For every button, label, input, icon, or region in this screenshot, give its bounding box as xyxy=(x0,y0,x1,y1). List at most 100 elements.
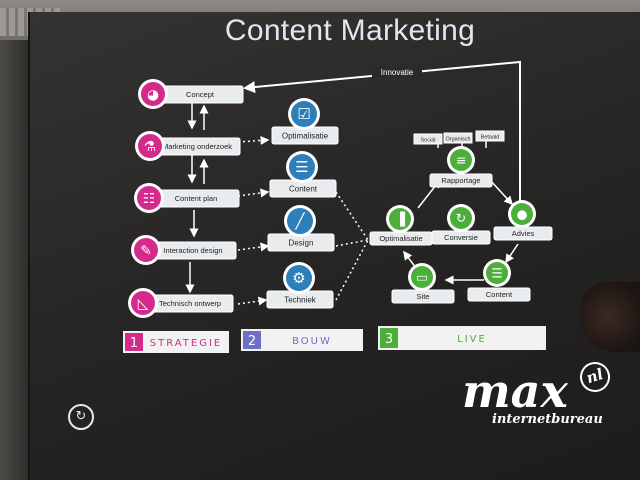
build-column: Optimalisatie ☑ Content ☰ Design ╱ Techniek ⚙ xyxy=(266,98,339,309)
node-circle xyxy=(450,207,472,229)
document-icon: ☰ xyxy=(491,265,502,280)
node-circle xyxy=(291,101,317,127)
phase-number: 3 xyxy=(385,332,393,347)
node-circle xyxy=(287,208,313,234)
node-label: Content plan xyxy=(175,194,218,203)
innovation-label: Innovatie xyxy=(381,68,414,77)
repeat-icon[interactable]: ↻ xyxy=(68,404,94,430)
node-label: Content xyxy=(289,184,318,193)
speech-bubble-icon: ● xyxy=(516,206,527,221)
triangle-ruler-icon: ◺ xyxy=(138,296,149,312)
clipboard-icon: ☑ xyxy=(297,105,310,123)
channel-tag xyxy=(443,132,473,144)
node-circle xyxy=(486,262,508,284)
company-logo: max nl internetbureau xyxy=(462,358,614,427)
node-label: Design xyxy=(289,238,314,247)
node-circle xyxy=(138,134,162,158)
document-icon: ☰ xyxy=(295,158,308,176)
node-circle xyxy=(289,154,315,180)
node-label: Marketing onderzoek xyxy=(162,142,232,151)
phase-number: 1 xyxy=(130,336,138,351)
phase-number: 2 xyxy=(248,334,256,349)
node-label: Optimalisatie xyxy=(379,234,422,243)
node-label: Concept xyxy=(186,90,215,99)
wall xyxy=(0,40,30,480)
slide-title: Content Marketing xyxy=(224,14,476,47)
phase-number-box xyxy=(243,331,261,349)
conversie-node: Conversie ↻ xyxy=(431,204,491,245)
techniek-node: Techniek ⚙ xyxy=(266,262,334,309)
node-label: Conversie xyxy=(444,233,478,242)
technisch-ontwerp-node: Technisch ontwerp ◺ xyxy=(128,288,234,318)
node-circle xyxy=(141,82,165,106)
channel-label: Organisch xyxy=(445,137,470,143)
strategy-column: Concept ◕ Marketing onderzoek ⚗ Content plan… xyxy=(128,79,244,318)
logo-subtitle: internetbureau xyxy=(492,412,603,427)
strategy-connectors xyxy=(185,102,209,294)
lightbulb-icon: ◕ xyxy=(147,87,159,103)
flask-icon: ⚗ xyxy=(144,139,156,155)
phase-label: STRATEGIE xyxy=(150,338,223,349)
node-circle xyxy=(137,186,161,210)
content-plan-node: Content plan ☷ xyxy=(134,183,240,213)
marketing-onderzoek-node: Marketing onderzoek ⚗ xyxy=(135,131,241,161)
logo-wordmark: max xyxy=(462,364,568,418)
advies-node: Advies ● xyxy=(493,200,553,241)
phase-bar xyxy=(241,329,363,351)
phase-strategie: 1 STRATEGIE xyxy=(123,331,229,353)
refresh-icon: ↻ xyxy=(456,210,467,225)
monitor-icon: ▭ xyxy=(416,269,428,284)
phase-bar xyxy=(378,326,546,350)
node-circle xyxy=(450,149,472,171)
node-label: Interaction design xyxy=(163,246,222,255)
optimalisatie-node: Optimalisatie ☑ xyxy=(271,98,339,145)
gear-icon: ⚙ xyxy=(292,269,305,287)
phase-label: BOUW xyxy=(292,336,332,347)
node-label: Content xyxy=(486,290,513,299)
node-label: Technisch ontwerp xyxy=(159,299,221,308)
phase-live: 3 LIVE xyxy=(378,326,546,350)
phase-label: LIVE xyxy=(457,334,487,345)
channel-label: Betaald xyxy=(481,135,500,141)
report-icon: ≡ xyxy=(456,152,467,167)
content-node: Content ☰ xyxy=(467,259,531,302)
innovation-loop: Innovatie xyxy=(243,60,521,205)
pencil-icon: ✎ xyxy=(140,243,152,259)
site-node: Site ▭ xyxy=(391,263,455,304)
node-circle xyxy=(511,203,533,225)
bar-chart-icon: ▐ xyxy=(395,211,405,227)
node-label: Optimalisatie xyxy=(282,131,329,140)
design-node: Design ╱ xyxy=(267,205,335,252)
optimalisatie-node: Optimalisatie ▐ xyxy=(369,205,433,246)
node-label: Rapportage xyxy=(441,176,480,185)
node-circle xyxy=(389,208,411,230)
channel-tag xyxy=(413,133,443,145)
channel-tag xyxy=(475,130,505,142)
phase-bouw: 2 BOUW xyxy=(241,329,363,351)
node-label: Site xyxy=(417,292,430,301)
node-label: Advies xyxy=(512,229,535,238)
concept-node: Concept ◕ xyxy=(138,79,244,109)
node-circle xyxy=(286,265,312,291)
phase-bar xyxy=(123,331,229,353)
build-to-live-connectors xyxy=(335,191,369,301)
content-node: Content ☰ xyxy=(269,151,337,198)
channel-tags: Social Organisch Betaald xyxy=(413,130,505,145)
certificate-icon: ☷ xyxy=(143,191,155,207)
phase-number-box xyxy=(380,328,398,348)
node-label: Techniek xyxy=(284,295,317,304)
channel-label: Social xyxy=(421,138,436,144)
interaction-design-node: Interaction design ✎ xyxy=(131,235,237,265)
node-circle xyxy=(134,238,158,262)
presenter-hand xyxy=(580,282,640,352)
strategy-to-build-connectors xyxy=(237,136,270,306)
phase-number-box xyxy=(125,333,143,351)
live-cycle: Rapportage ≡ Advies ● Optimalisatie ▐ Conversi… xyxy=(369,146,553,304)
node-circle xyxy=(411,266,433,288)
phase-legend: 1 STRATEGIE 2 BOUW 3 LIVE xyxy=(123,326,546,353)
brush-icon: ╱ xyxy=(295,212,306,230)
node-box xyxy=(467,287,531,302)
rapportage-node: Rapportage ≡ xyxy=(429,146,493,188)
node-circle xyxy=(131,291,155,315)
